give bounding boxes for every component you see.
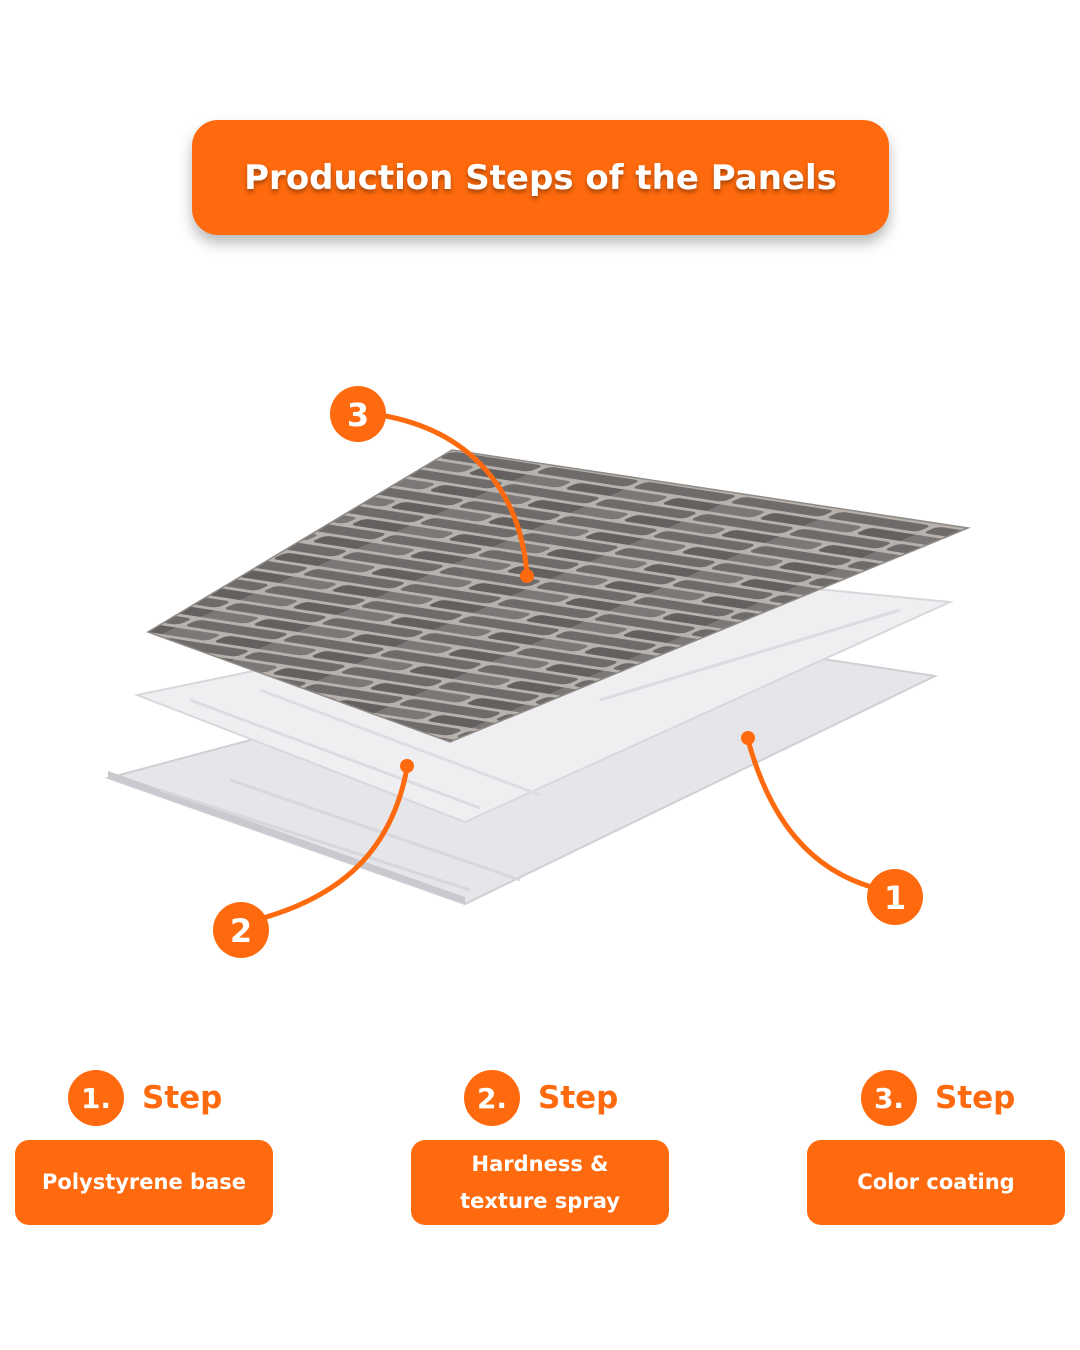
step-1-heading: 1. Step (68, 1070, 222, 1126)
callout-3-number: 3 (347, 396, 369, 434)
callout-2-line (253, 765, 410, 923)
panel-layers-diagram: 3 2 1 (104, 386, 971, 958)
step-2-description: Hardness & texture spray (460, 1151, 620, 1213)
step-3-heading: 3. Step (861, 1070, 1015, 1126)
callout-1-badge: 1 (867, 869, 923, 925)
color-coating-layer (146, 449, 971, 743)
callout-1-number: 1 (884, 879, 906, 917)
step-3-number: 3. (861, 1070, 917, 1126)
step-2-description-box: Hardness & texture spray (411, 1140, 669, 1225)
step-1-description: Polystyrene base (42, 1170, 246, 1194)
step-3-description-box: Color coating (807, 1140, 1065, 1225)
step-3-description: Color coating (857, 1170, 1015, 1194)
step-2-label: Step (538, 1080, 619, 1116)
step-2-number: 2. (464, 1070, 520, 1126)
page-title: Production Steps of the Panels (244, 157, 837, 198)
callout-3-badge: 3 (330, 386, 386, 442)
title-banner: Production Steps of the Panels (192, 120, 889, 235)
step-1-description-box: Polystyrene base (15, 1140, 273, 1225)
callout-3-line (377, 412, 530, 577)
step-2-heading: 2. Step (464, 1070, 618, 1126)
step-1-number: 1. (68, 1070, 124, 1126)
step-3-label: Step (935, 1080, 1016, 1116)
callout-2-number: 2 (230, 912, 252, 950)
callout-1-line (745, 737, 878, 891)
step-1-label: Step (142, 1080, 223, 1116)
callout-2-badge: 2 (213, 902, 269, 958)
